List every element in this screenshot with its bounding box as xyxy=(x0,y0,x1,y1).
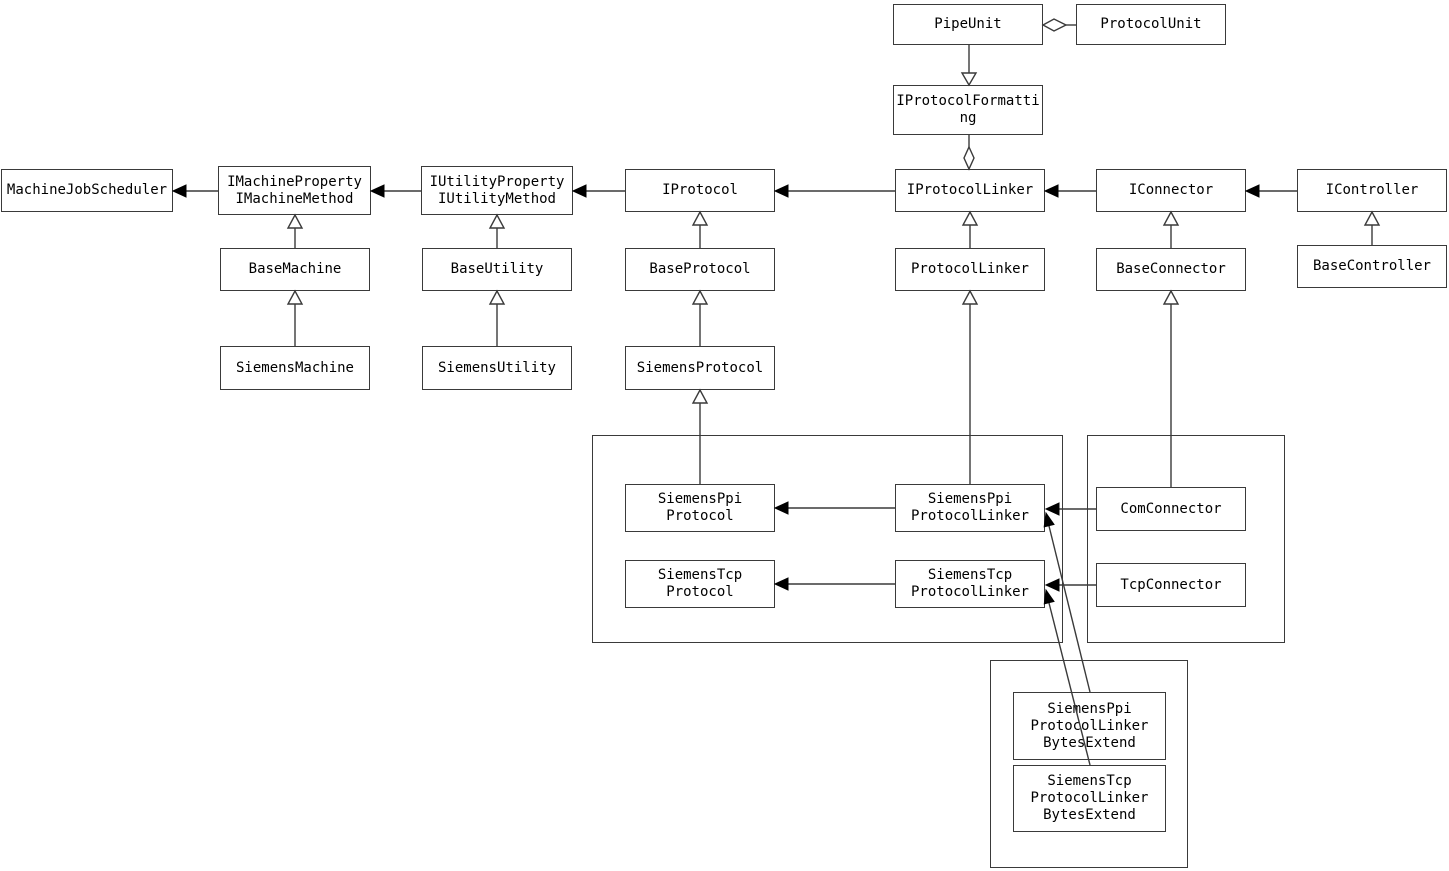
class-label: BaseUtility xyxy=(450,261,544,277)
class-box-siemensutility: SiemensUtility xyxy=(422,346,572,390)
edge-pipeunit-iprotocolformatting xyxy=(960,45,978,87)
class-box-siemensppiprotocol: SiemensPpi Protocol xyxy=(625,484,775,532)
class-box-basemachine: BaseMachine xyxy=(220,248,370,291)
class-box-siemensppiprotocollinker: SiemensPpi ProtocolLinker xyxy=(895,484,1045,532)
class-box-comconnector: ComConnector xyxy=(1096,487,1246,531)
class-label: IProtocolLinker xyxy=(906,182,1034,198)
class-box-pipeunit: PipeUnit xyxy=(893,4,1043,45)
edge-iprotocol-to-iutility xyxy=(571,184,625,198)
class-label: SiemensPpi ProtocolLinker BytesExtend xyxy=(1030,700,1149,751)
edge-siemensprotocol-to-baseprotocol-inheritance xyxy=(691,289,709,346)
class-label: ProtocolUnit xyxy=(1100,16,1202,32)
group-connector-package xyxy=(1087,435,1285,643)
class-label: IProtocol xyxy=(662,182,738,198)
class-label: ProtocolLinker xyxy=(910,261,1029,277)
class-box-imachineproperty: IMachineProperty IMachineMethod xyxy=(218,166,371,215)
class-box-siemensppiprotocollinkerbytesextend: SiemensPpi ProtocolLinker BytesExtend xyxy=(1013,692,1166,760)
group-siemens-protocol-linker-package xyxy=(592,435,1063,643)
class-box-machinejobscheduler: MachineJobScheduler xyxy=(1,169,173,212)
class-label: SiemensPpi ProtocolLinker xyxy=(910,491,1029,524)
class-label: SiemensPpi Protocol xyxy=(657,491,743,524)
class-label: IController xyxy=(1325,182,1419,198)
class-box-basecontroller: BaseController xyxy=(1297,245,1447,288)
edge-protocollinker-to-iprotocollinker-inheritance xyxy=(961,210,979,248)
class-box-iprotocol: IProtocol xyxy=(625,169,775,212)
class-label: BaseMachine xyxy=(248,261,342,277)
class-box-baseprotocol: BaseProtocol xyxy=(625,248,775,291)
class-box-iutilityproperty: IUtilityProperty IUtilityMethod xyxy=(421,166,573,215)
class-box-icontroller: IController xyxy=(1297,169,1447,212)
class-box-iprotocolformatting: IProtocolFormatti ng xyxy=(893,85,1043,135)
class-box-baseconnector: BaseConnector xyxy=(1096,248,1246,291)
edge-basecontroller-to-icontroller-inheritance xyxy=(1363,210,1381,245)
class-label: TcpConnector xyxy=(1120,576,1222,593)
class-box-protocollinker: ProtocolLinker xyxy=(895,248,1045,291)
class-label: IConnector xyxy=(1128,182,1214,198)
edge-baseutility-to-iutility-inheritance xyxy=(488,213,506,248)
class-label: IUtilityProperty IUtilityMethod xyxy=(429,173,565,207)
class-label: SiemensTcp ProtocolLinker BytesExtend xyxy=(1030,773,1149,823)
class-label: PipeUnit xyxy=(934,16,1002,32)
edge-iprotocollinker-to-iprotocol xyxy=(773,184,895,198)
edge-imachine-to-machinejobscheduler xyxy=(171,184,218,198)
class-label: BaseController xyxy=(1312,258,1431,274)
class-box-protocolunit: ProtocolUnit xyxy=(1076,4,1226,45)
class-label: SiemensUtility xyxy=(437,359,556,376)
edge-baseconnector-to-iconnector-inheritance xyxy=(1162,210,1180,248)
class-label: BaseProtocol xyxy=(649,261,751,277)
class-label: IMachineProperty IMachineMethod xyxy=(227,173,362,207)
class-label: SiemensTcp ProtocolLinker xyxy=(910,567,1029,600)
class-box-baseutility: BaseUtility xyxy=(422,248,572,291)
edge-basemachine-to-imachine-inheritance xyxy=(286,213,304,248)
class-box-siemenstcpprotocol: SiemensTcp Protocol xyxy=(625,560,775,608)
edge-icontroller-to-iconnector xyxy=(1244,184,1297,198)
class-label: SiemensMachine xyxy=(235,359,354,376)
class-box-siemenstcpprotocollinker: SiemensTcp ProtocolLinker xyxy=(895,560,1045,608)
class-box-siemenstcpprotocollinkerbytesextend: SiemensTcp ProtocolLinker BytesExtend xyxy=(1013,765,1166,832)
class-label: MachineJobScheduler xyxy=(6,182,168,198)
edge-iconnector-to-iprotocollinker xyxy=(1043,184,1096,198)
class-label: BaseConnector xyxy=(1116,261,1226,277)
edge-iutility-to-imachine xyxy=(369,184,421,198)
edge-pipeunit-protocolunit-aggregation xyxy=(1041,18,1076,32)
class-box-siemensmachine: SiemensMachine xyxy=(220,346,370,390)
class-label: SiemensTcp Protocol xyxy=(657,567,743,600)
class-label: IProtocolFormatti ng xyxy=(896,93,1040,126)
class-label: ComConnector xyxy=(1120,500,1222,517)
class-box-iconnector: IConnector xyxy=(1096,169,1246,212)
class-label: SiemensProtocol xyxy=(636,359,764,376)
class-box-iprotocollinker: IProtocolLinker xyxy=(895,169,1045,212)
edge-siemensutility-to-baseutility-inheritance xyxy=(488,289,506,346)
edge-iprotocolformatting-iprotocollinker-aggregation xyxy=(963,135,975,171)
edge-siemensmachine-to-basemachine-inheritance xyxy=(286,289,304,346)
class-box-tcpconnector: TcpConnector xyxy=(1096,563,1246,607)
class-box-siemensprotocol: SiemensProtocol xyxy=(625,346,775,390)
edge-baseprotocol-to-iprotocol-inheritance xyxy=(691,210,709,248)
